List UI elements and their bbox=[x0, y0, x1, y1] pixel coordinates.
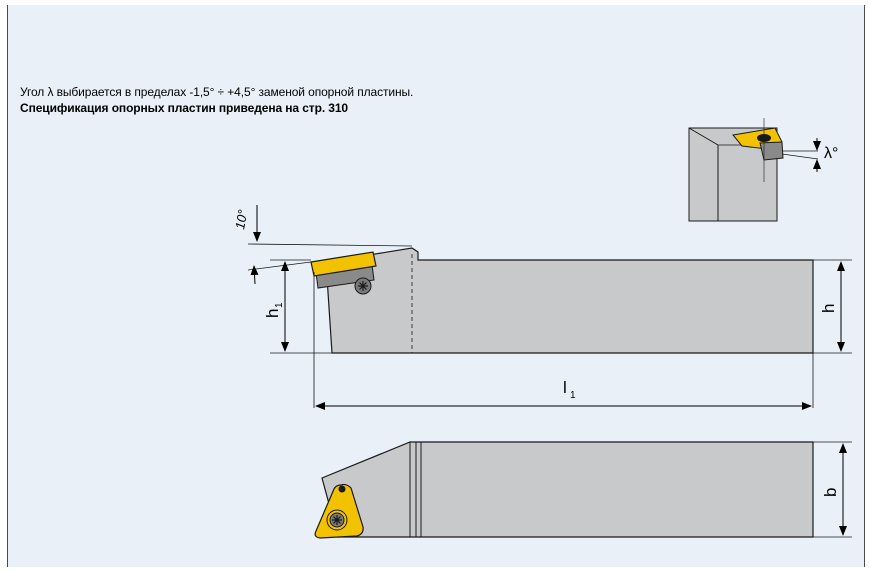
h1-label: h bbox=[263, 309, 282, 318]
holder-side-view: 10° h 1 h l 1 bbox=[232, 205, 852, 410]
holder-top-view: b bbox=[314, 441, 852, 539]
l1-subscript: 1 bbox=[570, 390, 576, 401]
l1-label: l bbox=[563, 378, 567, 397]
shim-detail-view: λ° bbox=[688, 118, 838, 222]
lambda-note: Угол λ выбирается в пределах -1,5° ÷ +4,… bbox=[20, 85, 414, 99]
h-label: h bbox=[819, 304, 838, 313]
b-label: b bbox=[821, 488, 840, 497]
lambda-label: λ° bbox=[824, 145, 838, 162]
angle-10-label: 10° bbox=[232, 209, 250, 231]
shim-spec-note: Спецификация опорных пластин приведена н… bbox=[20, 101, 349, 115]
h1-subscript: 1 bbox=[274, 302, 285, 308]
